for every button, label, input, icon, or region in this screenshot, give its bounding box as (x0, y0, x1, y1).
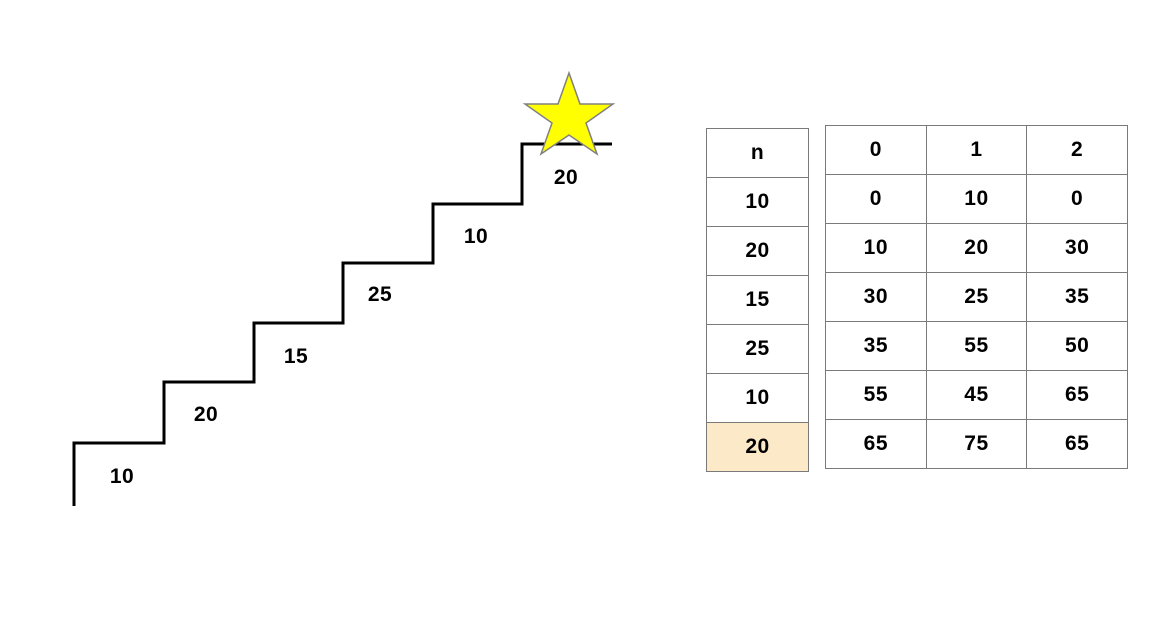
n-cell-5-highlighted: 20 (706, 422, 809, 472)
n-header-cell: n (706, 128, 809, 178)
values-cell-r2c0: 30 (825, 272, 927, 322)
table-row: 15 (706, 275, 809, 325)
table-row: 20 (706, 422, 809, 472)
values-header-1: 1 (925, 125, 1028, 175)
values-cell-r3c0: 35 (825, 321, 927, 371)
n-cell-0: 10 (706, 177, 809, 227)
values-cell-r5c1: 75 (925, 419, 1028, 469)
step-label-4: 25 (367, 283, 393, 306)
values-cell-r5c2: 65 (1026, 419, 1128, 469)
n-cell-1: 20 (706, 226, 809, 276)
values-cell-r2c1: 25 (925, 272, 1028, 322)
n-column-table: n 10 20 15 25 10 20 (706, 128, 809, 472)
step-label-2: 20 (193, 403, 219, 426)
values-cell-r1c2: 30 (1026, 223, 1128, 273)
table-row: 65 75 65 (825, 419, 1128, 469)
values-cell-r5c0: 65 (825, 419, 927, 469)
values-cell-r2c2: 35 (1026, 272, 1128, 322)
table-header-row: 0 1 2 (825, 125, 1128, 175)
values-cell-r4c0: 55 (825, 370, 927, 420)
n-cell-3: 25 (706, 324, 809, 374)
table-row: 0 10 0 (825, 174, 1128, 224)
step-label-3: 15 (283, 345, 309, 368)
step-label-5: 10 (463, 225, 489, 248)
table-row: n (706, 128, 809, 178)
values-cell-r3c2: 50 (1026, 321, 1128, 371)
dp-values-table: 0 1 2 0 10 0 10 20 30 30 25 35 35 55 50 … (825, 125, 1128, 469)
table-row: 10 (706, 177, 809, 227)
table-row: 10 (706, 373, 809, 423)
star-icon (522, 70, 616, 156)
values-cell-r1c1: 20 (925, 223, 1028, 273)
n-cell-4: 10 (706, 373, 809, 423)
values-header-2: 2 (1026, 125, 1128, 175)
values-cell-r4c1: 45 (925, 370, 1028, 420)
table-row: 20 (706, 226, 809, 276)
table-row: 25 (706, 324, 809, 374)
table-row: 55 45 65 (825, 370, 1128, 420)
table-row: 30 25 35 (825, 272, 1128, 322)
values-cell-r1c0: 10 (825, 223, 927, 273)
values-cell-r0c2: 0 (1026, 174, 1128, 224)
values-cell-r0c1: 10 (925, 174, 1028, 224)
values-cell-r0c0: 0 (825, 174, 927, 224)
step-label-1: 10 (109, 465, 135, 488)
values-cell-r3c1: 55 (925, 321, 1028, 371)
staircase-path (72, 142, 612, 506)
table-row: 35 55 50 (825, 321, 1128, 371)
n-cell-2: 15 (706, 275, 809, 325)
staircase-diagram: 10 20 15 25 10 20 (72, 70, 616, 506)
step-label-6: 20 (553, 166, 579, 189)
table-row: 10 20 30 (825, 223, 1128, 273)
values-header-0: 0 (825, 125, 927, 175)
values-cell-r4c2: 65 (1026, 370, 1128, 420)
staircase-svg (72, 70, 616, 506)
